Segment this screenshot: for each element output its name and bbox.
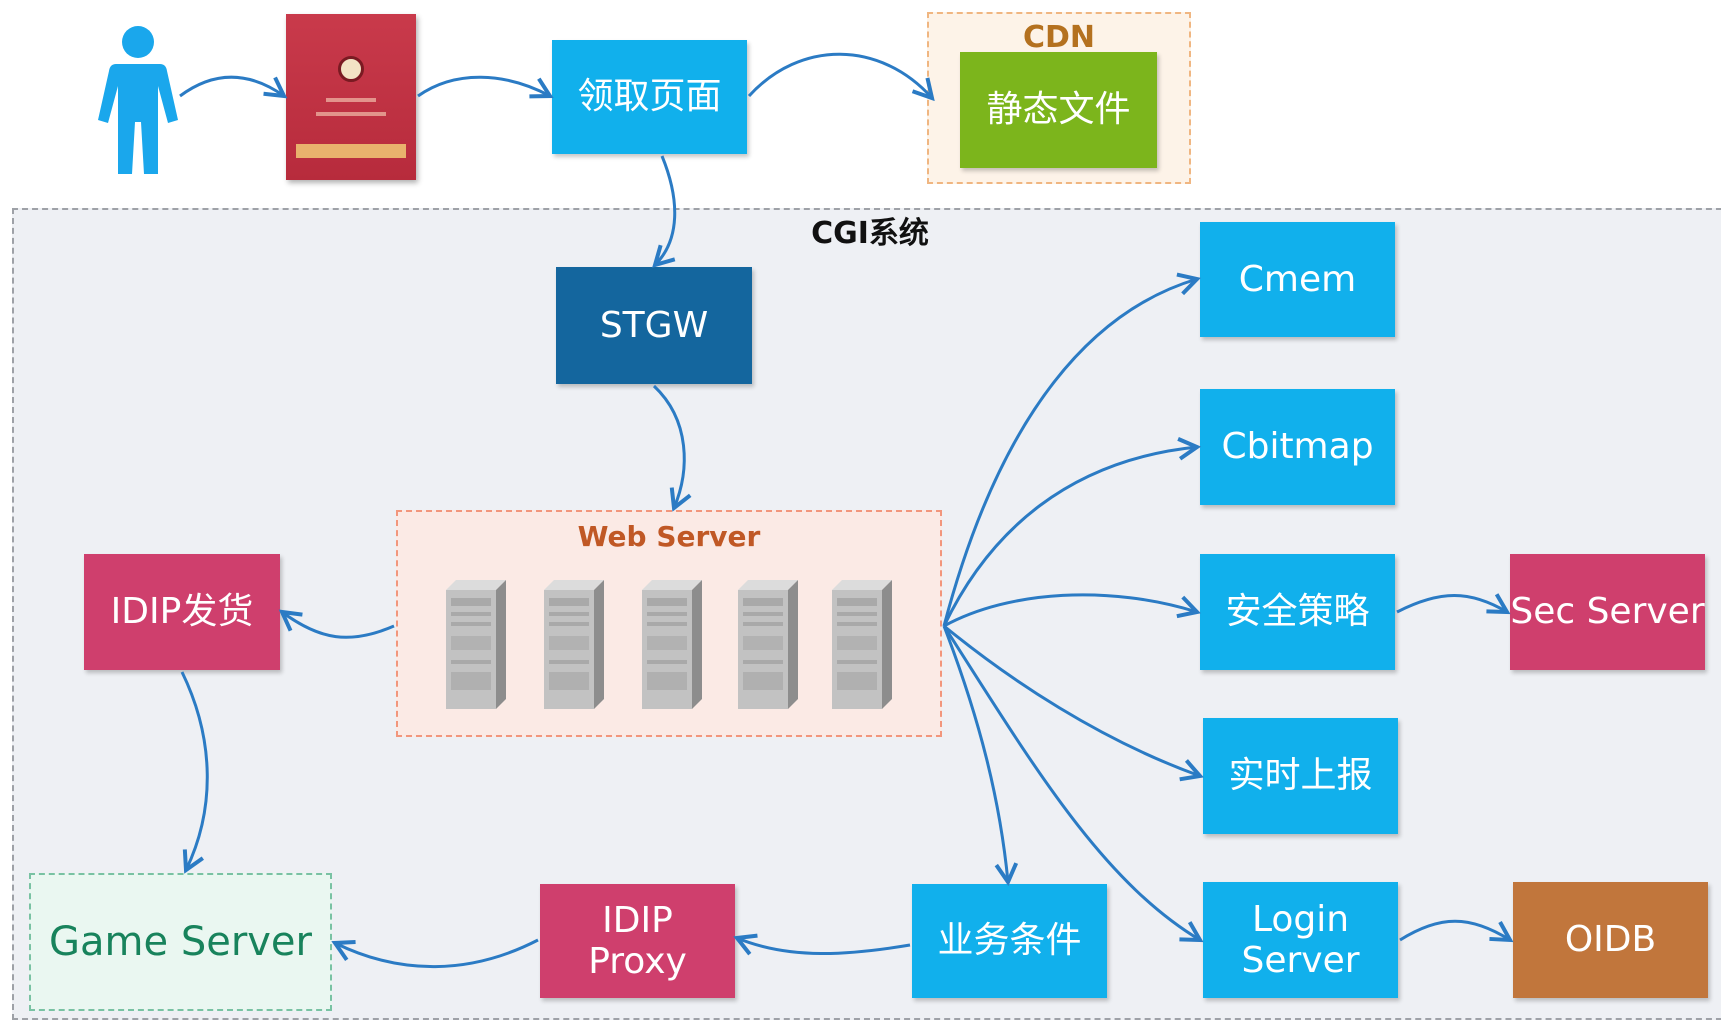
- business-conditions-label: 业务条件: [937, 920, 1082, 962]
- security-policy-label: 安全策略: [1225, 591, 1370, 633]
- cbitmap-node: Cbitmap: [1200, 389, 1395, 505]
- cmem-node: Cmem: [1200, 222, 1395, 337]
- arrow-web-to-cmem: [942, 279, 1197, 627]
- sec-server-node: Sec Server: [1510, 554, 1705, 670]
- idip-delivery-label: IDIP发货: [110, 591, 254, 633]
- arrow-coupon-to-claim-page: [417, 75, 550, 96]
- static-files-node: 静态文件: [960, 52, 1157, 168]
- cmem-label: Cmem: [1238, 258, 1357, 300]
- game-server-group: Game Server: [29, 873, 332, 1011]
- stgw-label: STGW: [599, 304, 709, 346]
- server-rack-icon: [446, 580, 506, 709]
- stgw-node: STGW: [556, 267, 752, 384]
- server-rack-icon: [738, 580, 798, 709]
- realtime-report-node: 实时上报: [1203, 718, 1398, 834]
- arrow-web-to-cbitmap: [942, 447, 1197, 627]
- person-icon: [98, 26, 178, 174]
- gift-card-text-line: [326, 98, 376, 102]
- arrow-business-to-idip-proxy: [737, 938, 911, 954]
- gift-card-logo: [338, 56, 364, 82]
- arrow-web-to-idip-delivery: [282, 612, 395, 639]
- idip-proxy-label-line1: IDIP: [602, 899, 673, 941]
- login-server-label-line2: Server: [1241, 940, 1360, 981]
- cbitmap-label: Cbitmap: [1221, 426, 1374, 468]
- static-files-label: 静态文件: [986, 89, 1131, 131]
- arrow-stgw-to-web-server: [652, 384, 684, 508]
- security-policy-node: 安全策略: [1200, 554, 1395, 670]
- arrow-claim-page-to-static-files: [747, 52, 932, 98]
- idip-proxy-node: IDIP Proxy: [540, 884, 735, 998]
- oidb-node: OIDB: [1513, 882, 1708, 998]
- cgi-system-label: CGI系统: [811, 216, 929, 251]
- gift-card-button: [296, 144, 406, 158]
- login-server-node: Login Server: [1203, 882, 1398, 998]
- web-server-label: Web Server: [577, 520, 761, 553]
- arrow-idip-proxy-to-game-server: [335, 938, 539, 969]
- gift-card-text-line: [316, 112, 386, 116]
- arrow-web-to-realtime-report: [943, 624, 1200, 776]
- server-rack-icon: [544, 580, 604, 709]
- arrow-claim-page-to-stgw: [655, 155, 677, 265]
- idip-proxy-label-line2: Proxy: [588, 941, 687, 982]
- server-rack-icon: [832, 580, 892, 709]
- arrow-web-to-security-policy: [943, 593, 1197, 628]
- claim-page-node: 领取页面: [552, 40, 747, 154]
- arrow-security-to-sec-server: [1396, 596, 1507, 613]
- arrow-idip-delivery-to-game-server: [180, 671, 209, 870]
- business-conditions-node: 业务条件: [912, 884, 1107, 998]
- arrow-web-to-login-server: [942, 625, 1200, 940]
- game-server-label: Game Server: [49, 919, 312, 965]
- sec-server-label: Sec Server: [1510, 591, 1705, 633]
- realtime-report-label: 实时上报: [1228, 755, 1373, 797]
- arrow-user-to-coupon: [179, 75, 284, 96]
- idip-delivery-node: IDIP发货: [84, 554, 280, 670]
- arrow-login-to-oidb: [1399, 919, 1510, 940]
- arrow-web-to-business-conditions: [942, 625, 1008, 882]
- login-server-label-line1: Login: [1251, 898, 1350, 940]
- server-rack-icon: [642, 580, 702, 709]
- oidb-label: OIDB: [1564, 919, 1657, 961]
- claim-page-label: 领取页面: [577, 76, 722, 118]
- cdn-label: CDN: [1022, 20, 1096, 55]
